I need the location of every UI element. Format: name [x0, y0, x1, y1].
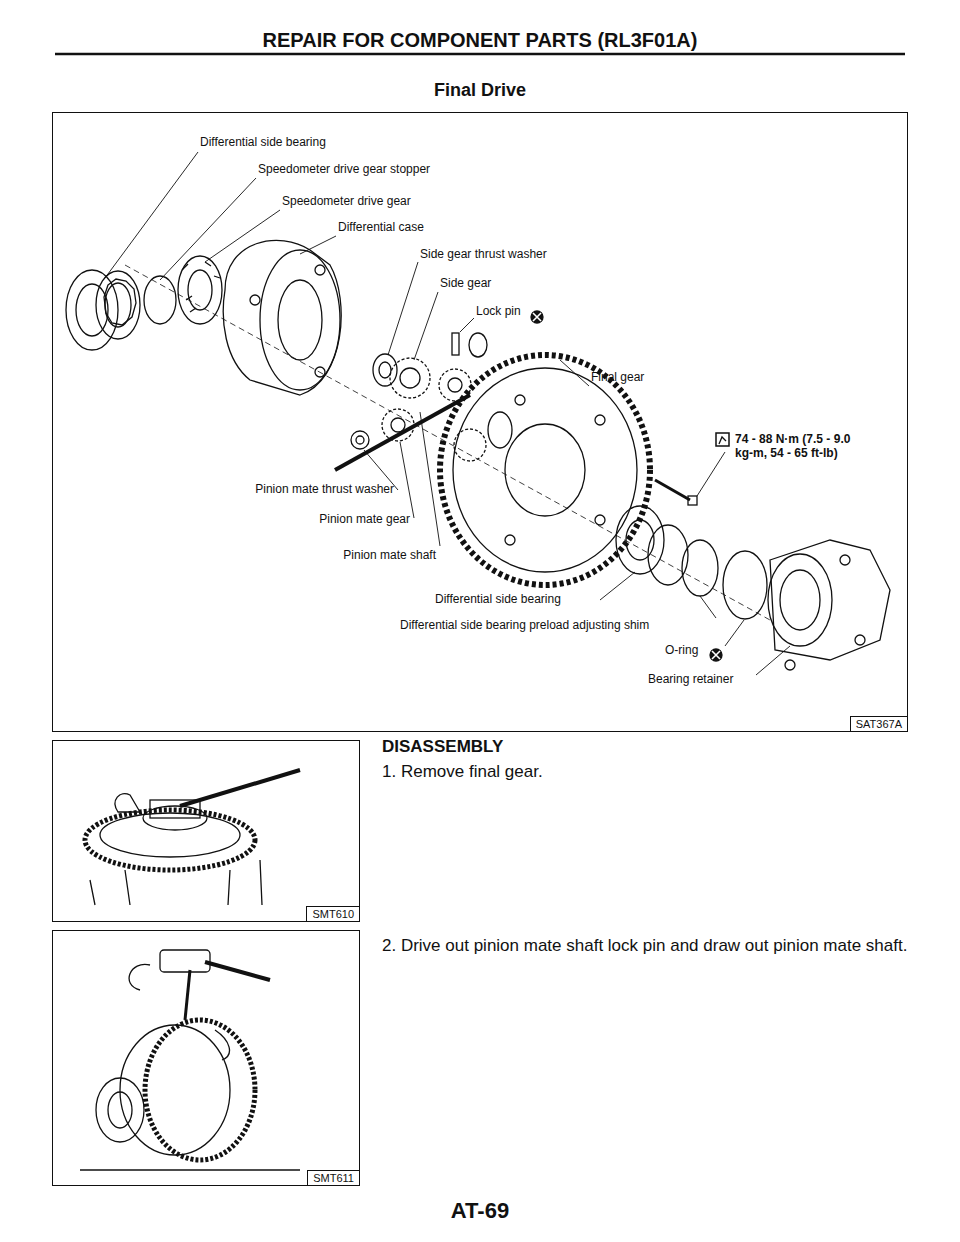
part-label: Final gear [591, 370, 644, 384]
part-label: Differential side bearing [435, 592, 561, 606]
step-heading: DISASSEMBLY [382, 737, 503, 757]
figure-frame: SMT610 [52, 740, 360, 922]
symbols [531, 311, 729, 661]
remove-final-gear-figure [85, 770, 300, 905]
leader-lines [105, 152, 790, 675]
part-label: Pinion mate gear [319, 512, 410, 526]
part-label: Pinion mate thrust washer [255, 482, 394, 496]
part-label: Speedometer drive gear stopper [258, 162, 430, 176]
part-label: Differential side bearing preload adjust… [400, 618, 649, 632]
part-label: 74 - 88 N·m (7.5 - 9.0 kg-m, 54 - 65 ft-… [735, 432, 865, 461]
header-rule [55, 53, 905, 56]
step-text: 1. Remove final gear. [382, 762, 902, 782]
figure-code: SAT367A [850, 716, 908, 732]
part-label: Differential side bearing [200, 135, 326, 149]
part-label: O-ring [665, 643, 698, 657]
part-label: Differential case [338, 220, 424, 234]
figure-frame: SAT367A [52, 112, 908, 732]
figure-code: SMT610 [306, 906, 360, 922]
figure-code: SMT611 [307, 1170, 360, 1186]
part-label: Side gear [440, 276, 491, 290]
part-label: Lock pin [476, 304, 521, 318]
drive-out-lock-pin-figure [80, 950, 300, 1170]
figure-frame: SMT611 [52, 930, 360, 1186]
part-label: Bearing retainer [648, 672, 733, 686]
part-label: Speedometer drive gear [282, 194, 411, 208]
exploded-view [66, 240, 890, 670]
page-number: AT-69 [0, 1198, 960, 1224]
part-label: Pinion mate shaft [343, 548, 436, 562]
step-text: 2. Drive out pinion mate shaft lock pin … [382, 932, 922, 959]
section-heading: Final Drive [0, 80, 960, 102]
page-title: REPAIR FOR COMPONENT PARTS (RL3F01A) [0, 28, 960, 52]
part-label: Side gear thrust washer [420, 247, 547, 261]
